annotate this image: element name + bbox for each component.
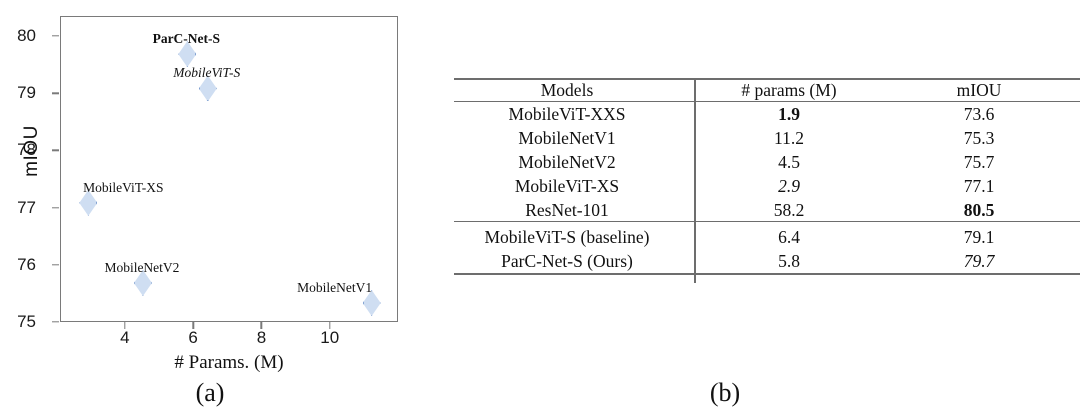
table-row: MobileNetV1 11.2 75.3 (440, 128, 1080, 152)
table-cell-params: 5.8 (778, 251, 800, 271)
table-cell-miou: 80.5 (963, 200, 995, 220)
figure-panel-a: 75 76 77 78 79 80 4 6 8 10 ParC-Net-S MobileViT-S… (0, 0, 440, 419)
table-cell-params: 1.9 (778, 104, 800, 124)
table-rule (454, 78, 1080, 80)
y-axis-tick-mark (52, 149, 59, 152)
scatter-point-label: MobileViT-S (173, 65, 241, 81)
x-axis-tick-label: 10 (320, 328, 340, 347)
table-cell-params: 58.2 (773, 200, 805, 220)
scatter-point-label: MobileNetV2 (104, 259, 180, 275)
x-axis-tick-label: 8 (256, 328, 267, 347)
scatter-point-label: MobileViT-XS (83, 179, 164, 195)
y-axis-tick-label: 80 (17, 26, 36, 46)
scatter-point-label: ParC-Net-S (152, 31, 221, 47)
table-cell-miou: 75.3 (963, 128, 995, 148)
y-axis-tick-mark (52, 264, 59, 266)
table-cell-model: MobileNetV2 (518, 152, 616, 172)
table-cell-params: 11.2 (774, 128, 804, 148)
table-rule (454, 221, 1080, 223)
diamond-marker-icon (79, 189, 98, 216)
y-axis-tick-label: 79 (17, 83, 36, 103)
panel-b-caption-text: (b) (709, 378, 741, 407)
table-row: MobileViT-XS 2.9 77.1 (440, 176, 1080, 200)
x-axis-tick-mark (192, 322, 194, 329)
y-axis-tick-mark (52, 206, 59, 209)
table-cell-model: ParC-Net-S (Ours) (501, 251, 633, 271)
table-cell-model: MobileViT-XS (514, 176, 620, 196)
table-cell-miou: 73.6 (963, 104, 995, 124)
diamond-marker-icon (133, 269, 152, 296)
panel-a-caption: (a) (0, 378, 440, 408)
table-header-row: Models # params (M) mIOU (440, 80, 1080, 104)
y-axis-tick-label: 78 (17, 140, 36, 160)
y-axis-tick-mark (52, 92, 59, 94)
table-cell-params: 6.4 (778, 227, 800, 247)
table-rule (454, 101, 1080, 103)
table-cell-model: MobileViT-XXS (508, 104, 626, 124)
table-vertical-rule (694, 78, 696, 283)
table-cell-model: MobileNetV1 (518, 128, 616, 148)
x-axis-label: # Params. (M) (174, 352, 284, 373)
table-cell-params: 4.5 (778, 152, 800, 172)
y-axis-tick-label: 75 (17, 312, 36, 331)
y-axis-tick-label: 77 (17, 197, 36, 217)
y-axis-label: mIOU (21, 125, 42, 177)
plot-area (60, 16, 398, 322)
table-row: MobileViT-XXS 1.9 73.6 (440, 104, 1080, 128)
x-axis-tick-label: 4 (120, 328, 130, 347)
scatter-point-label: MobileNetV1 (297, 279, 373, 295)
table-row: ResNet-101 58.2 80.5 (440, 200, 1080, 224)
panel-a-caption-text: (a) (195, 378, 225, 407)
table-cell-params: 2.9 (778, 176, 800, 196)
table-cell-miou: 79.1 (963, 227, 995, 247)
y-axis-tick-mark (52, 35, 59, 37)
x-axis-tick-mark (124, 322, 126, 329)
table-cell-miou: 79.7 (963, 251, 995, 271)
x-axis-tick-mark (260, 322, 263, 329)
table-cell-miou: 75.7 (963, 152, 995, 172)
table-row: ParC-Net-S (Ours) 5.8 79.7 (440, 251, 1080, 275)
table-header-miou: mIOU (956, 80, 1002, 100)
table-cell-model: MobileViT-S (baseline) (484, 227, 650, 247)
diamond-marker-icon (178, 41, 197, 68)
panel-b-caption: (b) (440, 378, 1080, 408)
y-axis-tick-label: 76 (17, 254, 36, 274)
table-cell-model: ResNet-101 (525, 200, 609, 220)
table-cell-miou: 77.1 (963, 176, 995, 196)
table-rule (454, 273, 1080, 275)
y-axis-tick-mark (52, 321, 59, 323)
table-row: MobileNetV2 4.5 75.7 (440, 152, 1080, 176)
figure-panel-b: Models # params (M) mIOU MobileViT-XXS 1.9 73… (440, 0, 1080, 419)
diamond-marker-icon (198, 75, 217, 102)
x-axis-tick-mark (329, 322, 331, 329)
table-header-params: # params (M) (741, 80, 837, 100)
table-header-model: Models (540, 80, 594, 100)
x-axis-tick-label: 6 (188, 328, 198, 347)
diamond-marker-icon (362, 289, 381, 316)
table-row: MobileViT-S (baseline) 6.4 79.1 (440, 227, 1080, 251)
